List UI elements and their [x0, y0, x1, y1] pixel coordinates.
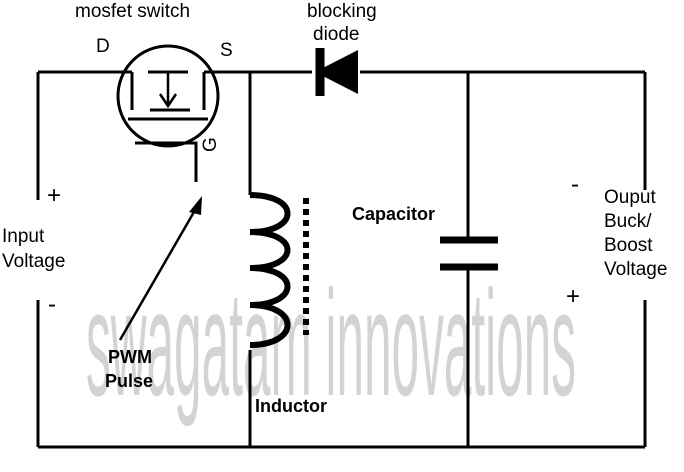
diode-label-line1: blocking [307, 1, 377, 22]
diode-label-line2: diode [313, 24, 360, 45]
gate-label: G [200, 137, 221, 152]
output-minus: - [571, 171, 579, 198]
input-label-line2: Voltage [2, 251, 65, 272]
capacitor-symbol [440, 236, 498, 271]
mosfet-label: mosfet switch [75, 1, 190, 22]
mosfet-circle [116, 44, 220, 148]
wires [36, 70, 647, 449]
output-label-line4: Voltage [604, 259, 667, 280]
diode-triangle [315, 50, 358, 94]
capacitor-label: Capacitor [352, 204, 435, 224]
watermark-text: swagatam innovations [86, 259, 576, 427]
mosfet-symbol [116, 44, 220, 148]
diode-symbol [315, 48, 358, 96]
input-plus: + [47, 182, 61, 209]
source-label: S [220, 40, 233, 61]
input-minus: - [48, 291, 56, 318]
wire-gate [135, 141, 198, 182]
inductor-label: Inductor [255, 396, 327, 416]
drain-label: D [96, 36, 110, 57]
input-label-line1: Input [2, 226, 45, 247]
pwm-label-line2: Pulse [105, 371, 153, 391]
output-plus: + [566, 283, 580, 310]
pwm-label-line1: PWM [108, 347, 152, 367]
output-label-line3: Boost [604, 235, 653, 256]
pwm-arrow [118, 196, 202, 341]
inductor-symbol [249, 192, 309, 348]
inductor-coil [249, 192, 291, 348]
output-label-line1: Ouput [604, 187, 656, 208]
output-label-line2: Buck/ [604, 211, 652, 232]
